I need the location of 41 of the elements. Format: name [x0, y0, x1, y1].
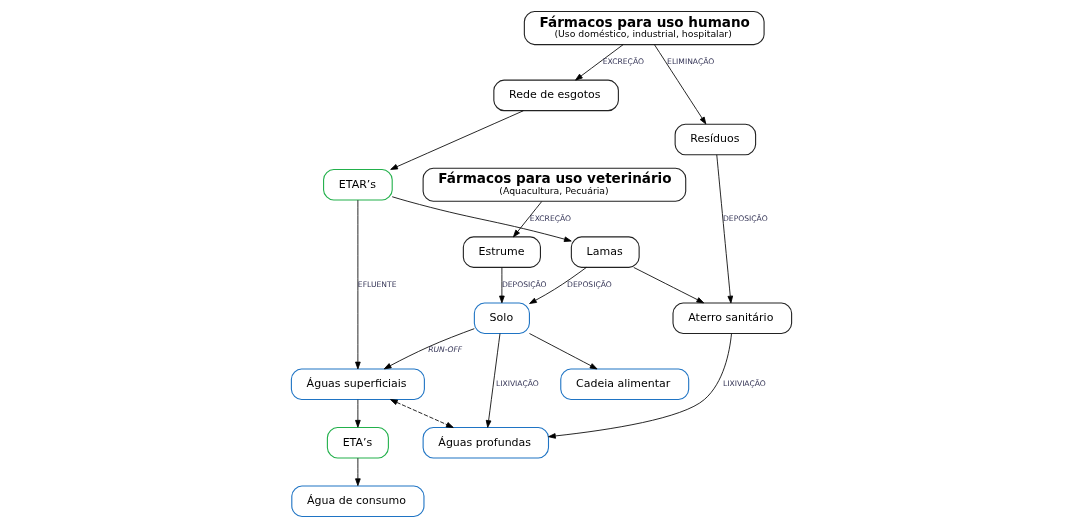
arrow — [716, 154, 734, 304]
node-box: ETA’s — [326, 426, 389, 459]
arrow — [391, 196, 572, 242]
arrow — [633, 267, 705, 304]
edge-label: LIXIVIAÇÃO — [722, 379, 766, 389]
node-box: Água de consumo — [291, 485, 425, 517]
arrow — [548, 333, 732, 439]
arrow — [654, 44, 707, 125]
arrow — [355, 457, 361, 486]
edge-label: ELIMINAÇÃO — [667, 57, 715, 67]
edge-label: DEPOSIÇÃO — [501, 280, 547, 290]
arrow — [383, 328, 475, 370]
node-box: Aterro sanitário — [672, 302, 793, 334]
arrow — [513, 201, 543, 238]
node-box: Fármacos para uso veterinário (Aquacultura, Pecuária) — [422, 167, 687, 202]
arrow — [575, 44, 624, 81]
node-box: Cadeia alimentar — [560, 368, 690, 401]
edge-label: EXCREÇÃO — [529, 213, 572, 223]
node-box: Lamas — [570, 236, 640, 268]
node-box: Fármacos para uso humano (Uso doméstico, industrial, hospitalar) — [523, 11, 765, 46]
edge-label: EXCREÇÃO — [602, 57, 644, 67]
node-box: Resíduos — [674, 123, 757, 156]
node-box: Águas profundas — [422, 426, 550, 459]
node-box: Estrume — [462, 236, 541, 268]
node-box: Águas superficiais — [290, 368, 425, 401]
node-box: Rede de esgotos — [493, 79, 619, 112]
arrow — [355, 199, 361, 370]
edge-label: EFLUENTE — [357, 280, 397, 290]
arrow — [485, 333, 501, 428]
edge-label: LIXIVIAÇÃO — [495, 379, 539, 389]
arrow — [390, 399, 454, 428]
arrow — [529, 267, 587, 304]
arrow — [529, 333, 598, 370]
arrow — [499, 267, 505, 304]
node-box: Solo — [473, 302, 530, 334]
arrow — [390, 110, 524, 170]
edge-label: DEPOSIÇÃO — [722, 213, 768, 223]
node-box: ETAR’s — [323, 169, 393, 201]
edge-label: RUN-OFF — [428, 345, 463, 355]
edge-label: DEPOSIÇÃO — [567, 280, 612, 290]
arrow — [355, 399, 361, 428]
